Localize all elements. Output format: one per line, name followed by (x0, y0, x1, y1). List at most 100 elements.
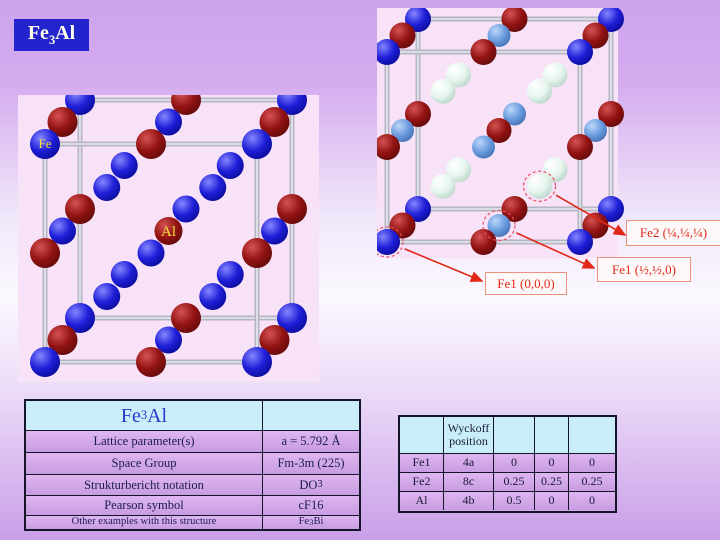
wyckoff-site-label: Fe2 (400, 473, 444, 491)
info-table-header-empty-cell (263, 401, 359, 430)
al-atom-label: Al (161, 224, 176, 240)
wyckoff-site-label: Al (400, 492, 444, 510)
atom-corner (65, 95, 95, 115)
info-row-label: Strukturbericht notation (26, 475, 263, 495)
info-table-row: Lattice parameter(s) a = 5.792 Å (26, 430, 359, 452)
atom-edge (259, 107, 290, 137)
atom-edge (582, 212, 609, 239)
callout-dashed-circle (482, 209, 516, 242)
atom-edge (470, 229, 497, 255)
atom-edge (47, 325, 78, 355)
atom-edge (171, 303, 201, 333)
atom-inner (93, 283, 121, 310)
callout-dashed-circle (522, 170, 557, 202)
atom-edge (405, 101, 431, 127)
atom-edge (501, 8, 528, 32)
atom-face (137, 239, 165, 267)
atom-inner (527, 78, 552, 104)
wyckoff-header-empty (400, 417, 444, 453)
atom-inner (93, 174, 121, 201)
atom-face (172, 195, 200, 223)
info-row-value: Fm-3m (225) (277, 456, 345, 471)
right-crystal-structure-image (377, 8, 627, 282)
atom-corner (30, 347, 60, 377)
atom-face (391, 119, 414, 142)
atom-edge (65, 194, 95, 224)
atom-corner (567, 39, 593, 65)
annotation-fe1-half: Fe1 (½,½,0) (597, 257, 691, 282)
info-row-value: a = 5.792 Å (281, 434, 341, 449)
atom-edge (567, 134, 593, 160)
atom-face (261, 217, 288, 245)
atom-body (486, 118, 512, 143)
atom-edge (259, 325, 290, 355)
atom-inner (542, 62, 568, 88)
wyckoff-cell: 0.5 (494, 492, 535, 510)
atom-inner (430, 78, 456, 104)
atom-corner (405, 196, 431, 222)
atom-edge (598, 101, 624, 127)
atom-edge (582, 22, 609, 49)
wyckoff-cell: 4a (444, 454, 494, 472)
atom-edge (389, 22, 416, 49)
atom-corner (242, 129, 272, 159)
atom-body (154, 217, 183, 245)
atom-face (49, 217, 76, 245)
atom-face (155, 326, 182, 354)
slide-title: Fe3Al (14, 19, 89, 51)
wyckoff-header-position: Wyckoff position (444, 417, 494, 453)
wyckoff-header-row: Wyckoff position (400, 417, 615, 453)
wyckoff-header-z (569, 417, 615, 453)
wyckoff-cell: 0.25 (494, 473, 535, 491)
atom-corner (405, 8, 431, 32)
atom-corner (30, 129, 60, 159)
atom-corner (242, 347, 272, 377)
atom-corner (65, 303, 95, 333)
atom-edge (389, 212, 416, 239)
atom-corner (377, 229, 400, 255)
info-row-value: cF16 (298, 498, 324, 513)
wyckoff-cell: 0 (589, 455, 595, 470)
atom-inner (110, 261, 138, 288)
wyckoff-cell: 0 (589, 493, 595, 508)
atom-corner (277, 303, 307, 333)
wyckoff-header-x (494, 417, 535, 453)
atom-inner (199, 174, 227, 201)
atom-corner (598, 196, 624, 222)
wyckoff-cell: 0.25 (581, 474, 603, 489)
info-table-row: Pearson symbol cF16 (26, 495, 359, 515)
atom-inner (199, 283, 227, 310)
atom-edge (242, 238, 272, 268)
atom-face (487, 214, 511, 237)
wyckoff-cell: 0 (535, 492, 569, 510)
info-row-label: Lattice parameter(s) (26, 431, 263, 452)
info-row-label: Pearson symbol (26, 496, 263, 515)
slide-title-text: Fe3Al (27, 22, 76, 47)
atom-inner (542, 157, 568, 183)
info-row-label: Other examples with this structure (26, 516, 263, 529)
atom-inner (446, 62, 471, 88)
atom-face (487, 24, 511, 47)
wyckoff-cell: 8c (444, 473, 494, 491)
atom-face (472, 135, 495, 159)
atom-inner (216, 261, 244, 288)
annotation-fe2-quarter: Fe2 (¼,¼,¼) (626, 220, 720, 246)
wyckoff-cell: 4b (444, 492, 494, 510)
atom-face (503, 102, 526, 126)
wyckoff-cell: 0 (535, 454, 569, 472)
wyckoff-header-y (535, 417, 569, 453)
callout-arrow (404, 248, 484, 282)
atom-face (584, 119, 607, 142)
atom-corner (277, 95, 307, 115)
